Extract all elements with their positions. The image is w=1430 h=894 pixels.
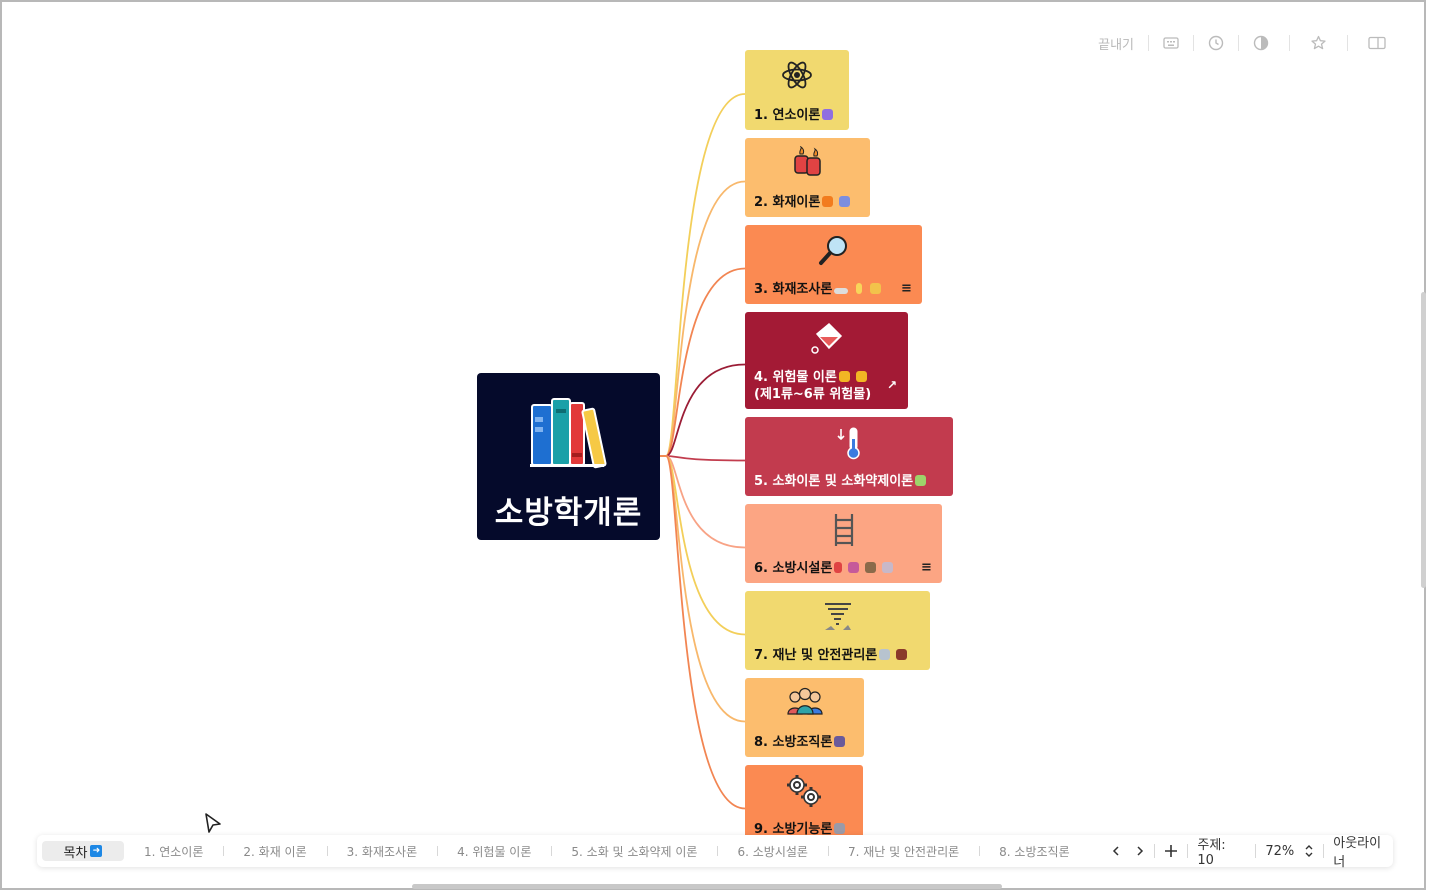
arrow-right-icon: ➜ <box>90 845 103 857</box>
topic-label: 9. 소방기능론 <box>754 821 846 838</box>
bottom-navigation-bar: 목차➜ 1. 연소이론 2. 화재 이론 3. 화재조사론 4. 위험물 이론 … <box>37 835 1393 870</box>
connector-line <box>660 363 746 457</box>
topic-label: 4. 위험물 이론 (제1류~6류 위험물) <box>754 370 872 402</box>
connector-line <box>660 455 746 810</box>
tornado-icon <box>821 599 855 637</box>
keyboard-icon[interactable] <box>1163 33 1179 53</box>
tab-topic-5[interactable]: 5. 소화 및 소화약제 이론 <box>551 843 717 860</box>
tab-topic-7[interactable]: 7. 재난 및 안전관리론 <box>827 843 979 860</box>
tab-topic-1[interactable]: 1. 연소이론 <box>143 844 204 859</box>
add-topic-icon[interactable] <box>1164 844 1178 858</box>
topic-node-4[interactable]: 4. 위험물 이론 (제1류~6류 위험물) ↗ <box>745 312 908 409</box>
topic-label: 7. 재난 및 안전관리론 <box>754 647 908 664</box>
note-icon[interactable]: ≡ <box>901 281 912 296</box>
atom-icon <box>780 58 814 96</box>
topic-label: 5. 소화이론 및 소화약제이론 <box>754 473 927 490</box>
top-toolbar: 끝내기 <box>1098 33 1386 53</box>
topic-node-8[interactable]: 8. 소방조직론 <box>745 678 864 757</box>
connector-line <box>660 455 746 462</box>
topic-label: 3. 화재조사론 <box>754 281 882 298</box>
outliner-button[interactable]: 아웃라이너 <box>1333 836 1382 870</box>
sidebar-icon[interactable] <box>1368 33 1386 53</box>
prev-tab-button[interactable] <box>1111 845 1121 857</box>
note-icon[interactable]: ≡ <box>921 560 932 575</box>
thermometer-icon <box>834 425 864 465</box>
root-title: 소방학개론 <box>494 495 643 531</box>
tab-topic-4[interactable]: 4. 위험물 이론 <box>437 843 551 860</box>
toc-button[interactable]: 목차➜ <box>42 841 124 861</box>
next-tab-button[interactable] <box>1135 845 1145 857</box>
fire-barrels-icon <box>791 145 825 182</box>
zoom-level[interactable]: 72% <box>1265 843 1295 859</box>
tab-topic-8[interactable]: 8. 소방조직론 <box>979 843 1089 860</box>
star-icon[interactable] <box>1310 33 1327 53</box>
topic-node-6[interactable]: 6. 소방시설론 ≡ <box>745 504 942 583</box>
horizontal-scrollbar[interactable] <box>412 884 1002 889</box>
connector-line <box>660 267 746 457</box>
team-icon <box>785 686 825 720</box>
gears-icon <box>785 773 823 813</box>
topic-node-2[interactable]: 2. 화재이론 <box>745 138 870 217</box>
external-link-icon[interactable]: ↗ <box>887 378 898 392</box>
root-topic[interactable]: 소방학개론 <box>477 373 660 540</box>
topic-label: 6. 소방시설론 <box>754 560 894 577</box>
history-icon[interactable] <box>1208 33 1224 53</box>
tab-topic-3[interactable]: 3. 화재조사론 <box>326 843 437 860</box>
ladder-icon <box>831 512 857 552</box>
tab-topic-6[interactable]: 6. 소방시설론 <box>717 843 827 860</box>
books-icon <box>528 395 610 473</box>
magnifier-icon <box>817 233 851 271</box>
topic-label: 8. 소방조직론 <box>754 734 846 751</box>
mouse-cursor-icon <box>203 812 223 838</box>
topic-count: 주제: 10 <box>1197 838 1226 868</box>
topic-node-5[interactable]: 5. 소화이론 및 소화약제이론 <box>745 417 953 496</box>
topic-node-3[interactable]: 3. 화재조사론 ≡ <box>745 225 922 304</box>
topic-label: 2. 화재이론 <box>754 194 851 211</box>
vertical-scrollbar[interactable] <box>1421 292 1426 588</box>
topic-node-7[interactable]: 7. 재난 및 안전관리론 <box>745 591 930 670</box>
contrast-icon[interactable] <box>1253 33 1269 53</box>
tab-topic-2[interactable]: 2. 화재 이론 <box>223 843 326 860</box>
exit-button[interactable]: 끝내기 <box>1098 37 1134 53</box>
topic-node-1[interactable]: 1. 연소이론 <box>745 50 849 130</box>
connector-line <box>660 93 746 457</box>
paint-bucket-icon <box>809 320 845 358</box>
topic-label: 1. 연소이론 <box>754 107 834 124</box>
topic-node-9[interactable]: 9. 소방기능론 <box>745 765 863 844</box>
zoom-stepper-icon[interactable] <box>1304 843 1314 859</box>
topic-tabs: 1. 연소이론 2. 화재 이론 3. 화재조사론 4. 위험물 이론 5. 소… <box>124 843 1113 860</box>
